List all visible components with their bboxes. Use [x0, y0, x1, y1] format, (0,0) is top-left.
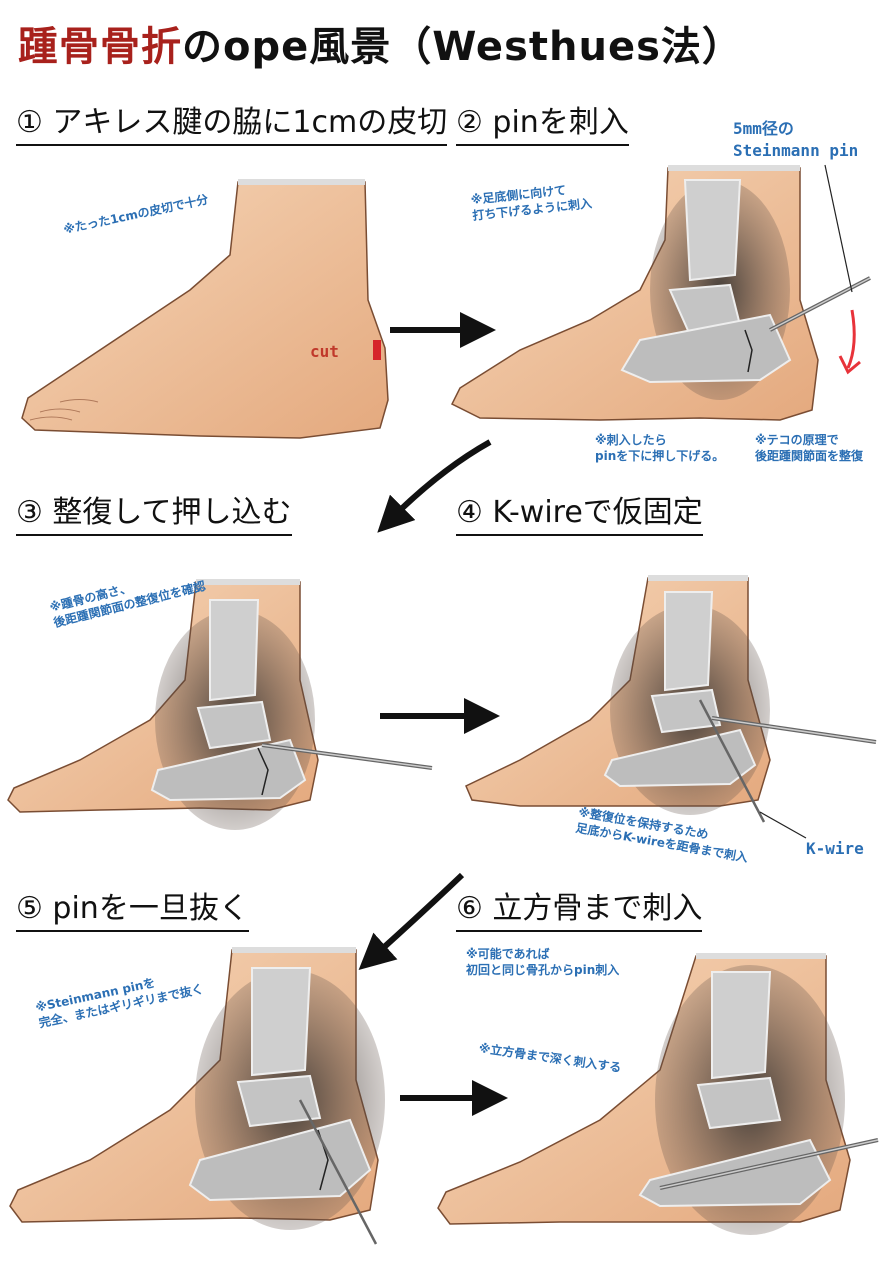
foot-4 — [465, 575, 877, 839]
foot-5 — [9, 947, 385, 1245]
kwire-label: K-wire — [806, 839, 864, 858]
foot-3 — [7, 579, 433, 830]
arrow-step2-step3 — [377, 439, 492, 533]
note-step6-same-hole: ※可能であれば 初回と同じ骨孔からpin刺入 — [466, 947, 620, 977]
step-3-heading: ③ 整復して押し込む — [16, 494, 292, 536]
step-4-heading: ④ K-wireで仮固定 — [456, 494, 703, 536]
foot-1 — [21, 179, 389, 439]
title-part1: 踵骨骨折 — [18, 24, 182, 70]
steinmann-pin-label: 5mm径の Steinmann pin — [733, 119, 859, 160]
title-part2: のope風景（Westhues法） — [182, 24, 743, 70]
foot-6 — [437, 953, 879, 1235]
cut-label: cut — [310, 342, 339, 361]
page-title: 踵骨骨折のope風景（Westhues法） — [18, 14, 743, 72]
step-5-heading: ⑤ pinを一旦抜く — [16, 890, 249, 932]
arrow-step4-step5 — [358, 872, 465, 971]
note-step2-press: ※刺入したら pinを下に押し下げる。 — [595, 433, 725, 463]
foot-2 — [450, 164, 871, 421]
step-2-heading: ② pinを刺入 — [456, 104, 629, 146]
step-6-heading: ⑥ 立方骨まで刺入 — [456, 890, 703, 932]
note-step2-lever: ※テコの原理で 後距踵関節面を整復 — [755, 433, 864, 463]
step-1-heading: ① アキレス腱の脇に1cmの皮切 — [16, 104, 448, 146]
